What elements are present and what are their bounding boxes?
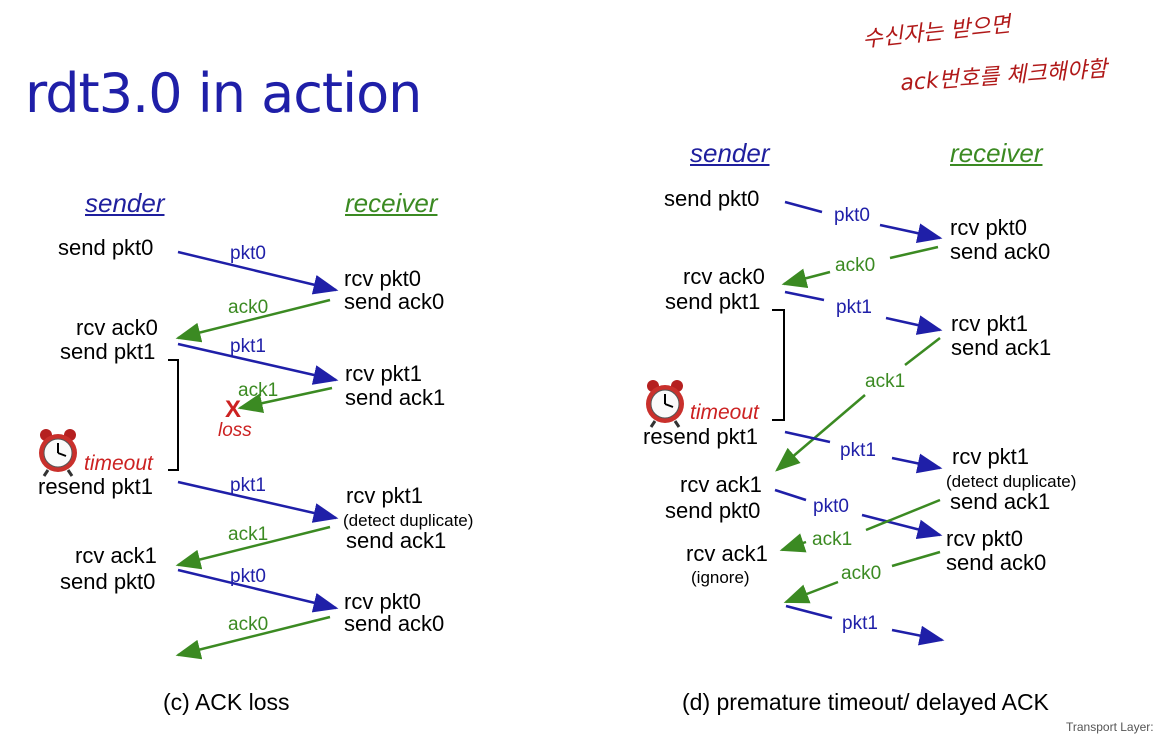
arrow-d-ack0-2b [783, 580, 839, 604]
sender-event: rcv ack1 [75, 543, 157, 568]
message-label: ack1 [865, 371, 906, 392]
sender-event-note: (ignore) [691, 568, 750, 587]
arrow-resend-pkt1 [177, 480, 339, 523]
timeout-label-d: timeout [690, 401, 759, 424]
message-label: pkt0 [230, 243, 266, 264]
page-title: rdt3.0 in action [25, 62, 422, 125]
alarm-clock-icon [646, 380, 684, 428]
sender-event: send pkt1 [665, 289, 761, 314]
sender-event: rcv ack1 [686, 541, 768, 566]
receiver-event: send ack0 [950, 239, 1051, 264]
arrow-pkt0 [177, 250, 339, 295]
message-label: ack1 [228, 524, 269, 545]
receiver-label-c: receiver [345, 188, 438, 218]
sender-event: send pkt0 [58, 235, 154, 260]
receiver-event: rcv pkt1 [952, 444, 1030, 469]
receiver-event: send ack0 [344, 611, 445, 636]
receiver-label-d: receiver [950, 138, 1043, 168]
arrow-ack1-lost [237, 386, 333, 413]
arrow-d-pkt1-a [784, 290, 825, 302]
receiver-event: rcv pkt0 [344, 589, 422, 614]
arrow-d-pkt0-b [879, 223, 943, 244]
receiver-event: rcv pkt0 [946, 526, 1024, 551]
arrow-d-pkt1-b [885, 315, 943, 335]
receiver-event-note: (detect duplicate) [343, 511, 474, 530]
message-label: pkt0 [834, 205, 870, 226]
sender-event: send pkt0 [664, 186, 760, 211]
arrow-d-pkt0-a [784, 200, 823, 214]
message-label: pkt1 [230, 336, 266, 357]
arrow-pkt1 [177, 342, 339, 385]
sender-label-c: sender [85, 188, 165, 218]
timer-bracket-c [168, 359, 179, 471]
sender-event: rcv ack0 [76, 315, 158, 340]
arrow-d-ack1-b [775, 394, 866, 472]
message-label: pkt1 [836, 297, 872, 318]
message-label: pkt0 [230, 566, 266, 587]
arrow-d-resend-b [891, 453, 943, 474]
arrow-d-pkt1-2a [785, 604, 833, 620]
arrow-d-ack0-a [889, 245, 939, 260]
receiver-event: rcv pkt1 [951, 311, 1029, 336]
sender-event: resend pkt1 [643, 424, 758, 449]
timeout-label-c: timeout [84, 452, 153, 475]
arrow-d-ack0-2a [891, 550, 941, 568]
alarm-clock-icon [39, 429, 77, 477]
sender-event: rcv ack1 [680, 472, 762, 497]
receiver-event: send ack1 [346, 528, 447, 553]
receiver-event: send ack1 [950, 489, 1051, 514]
arrow-ack0-2 [175, 615, 331, 660]
arrow-d-pkt0-2b [861, 513, 943, 540]
message-label: ack1 [812, 529, 853, 550]
message-label: pkt1 [840, 440, 876, 461]
arrow-d-ack1-2b [779, 533, 807, 553]
arrow-ack0 [175, 298, 331, 343]
sender-event: resend pkt1 [38, 474, 153, 499]
message-label: ack0 [228, 297, 269, 318]
x-loss-icon: X [225, 396, 242, 423]
caption-c: (c) ACK loss [163, 689, 290, 715]
receiver-event-note: (detect duplicate) [946, 472, 1077, 491]
message-label: pkt1 [842, 613, 878, 634]
message-label: pkt1 [230, 475, 266, 496]
arrow-d-pkt1-2b [891, 625, 945, 646]
receiver-event: send ack1 [345, 385, 446, 410]
receiver-event: send ack0 [344, 289, 445, 314]
message-label: pkt0 [813, 496, 849, 517]
caption-d: (d) premature timeout/ delayed ACK [682, 689, 1049, 715]
arrow-d-ack1-a [904, 337, 941, 366]
loss-label: loss [218, 420, 252, 441]
message-label: ack1 [238, 380, 279, 401]
sender-event: send pkt0 [60, 569, 156, 594]
footer-label: Transport Layer: [1066, 720, 1154, 734]
receiver-event: rcv pkt0 [950, 215, 1028, 240]
sender-event: send pkt0 [665, 498, 761, 523]
receiver-event: rcv pkt0 [344, 266, 422, 291]
arrow-ack1 [175, 525, 331, 570]
message-label: ack0 [835, 255, 876, 276]
receiver-event: rcv pkt1 [345, 361, 423, 386]
message-label: ack0 [228, 614, 269, 635]
receiver-event: send ack0 [946, 550, 1047, 575]
arrow-d-ack0-b [781, 268, 831, 288]
sender-label-d: sender [690, 138, 770, 168]
arrow-d-resend-a [784, 430, 831, 444]
message-label: ack0 [841, 563, 882, 584]
timer-bracket-d [772, 309, 785, 421]
receiver-event: send ack1 [951, 335, 1052, 360]
sender-event: send pkt1 [60, 339, 156, 364]
arrow-d-ack1-2a [865, 498, 941, 532]
arrow-pkt0-2 [177, 568, 339, 613]
receiver-event: rcv pkt1 [346, 483, 424, 508]
arrow-d-pkt0-2a [774, 488, 807, 502]
sender-event: rcv ack0 [683, 264, 765, 289]
